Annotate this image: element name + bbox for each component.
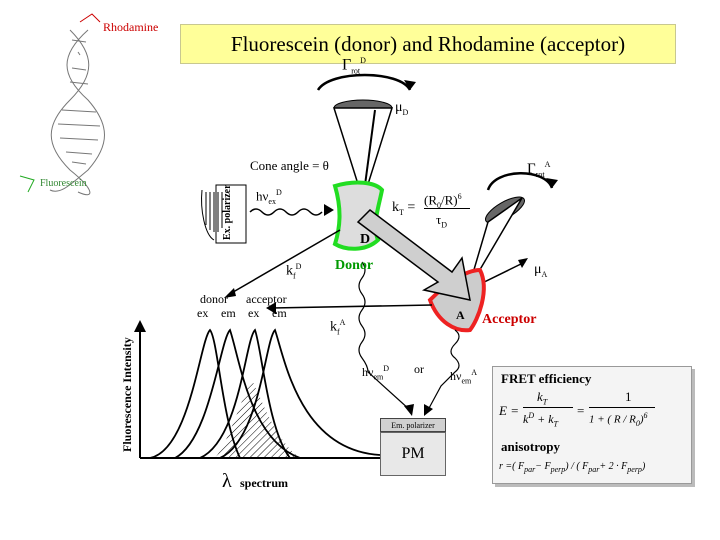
gamma-rot-a: ΓrotA <box>527 160 551 179</box>
hv-em-a-label: hνemA <box>450 368 477 386</box>
ex-polarizer-label: Ex. polarizer <box>222 184 233 240</box>
tau-label: τD <box>436 212 448 230</box>
fret-numerator: kT <box>537 389 548 407</box>
donor-label: Donor <box>335 258 374 273</box>
lambda-label: λ <box>222 470 232 492</box>
kt-label: kT = <box>392 200 416 217</box>
cone-angle-label: Cone angle = θ <box>250 158 329 173</box>
acceptor-ex-label: ex <box>248 306 260 320</box>
dna-helix <box>19 13 105 196</box>
rhodamine-label: Rhodamine <box>103 20 158 34</box>
kf-a-label: kfA <box>330 318 346 337</box>
acceptor-label: Acceptor <box>482 312 537 327</box>
donor-cone <box>316 73 416 203</box>
acceptor-cone <box>467 172 558 291</box>
fret-eq-sign: = <box>577 403 585 418</box>
fluorescein-label: Fluorescein <box>40 178 87 189</box>
donor-molecule <box>332 180 385 251</box>
mu-a-label: μA <box>534 262 548 279</box>
kf-d-label: kfD <box>286 262 302 281</box>
energy-transfer-arrow <box>356 209 471 301</box>
or-label: or <box>414 362 424 376</box>
acceptor-column-label: acceptor <box>246 292 287 306</box>
fret-denominator-k: kD + kT <box>523 411 558 429</box>
anisotropy-heading: anisotropy <box>501 439 560 454</box>
acceptor-em-label: em <box>272 306 287 320</box>
hv-em-d-label: hνemD <box>362 364 389 382</box>
ratio-label: (R0/R)6 <box>424 192 462 210</box>
acceptor-a-label: A <box>456 308 465 322</box>
fret-formula-box: FRET efficiency E = kT kD + kT = 1 1 + (… <box>492 366 692 484</box>
anisotropy-formula: r =( Fpar− Fperp) / ( Fpar+ 2 · Fperp) <box>499 461 646 474</box>
pm-label: PM <box>401 445 425 462</box>
fret-heading: FRET efficiency <box>501 371 592 386</box>
donor-em-label: em <box>221 306 236 320</box>
mu-d-label: μD <box>395 100 409 117</box>
fret-e-eq: E = <box>499 403 519 418</box>
fret-denominator: 1 + ( R / R0)6 <box>589 411 648 428</box>
page-title: Fluorescein (donor) and Rhodamine (accep… <box>230 31 626 56</box>
x-axis-label: spectrum <box>240 476 288 490</box>
spectrum-plot <box>134 320 381 459</box>
title-banner: Fluorescein (donor) and Rhodamine (accep… <box>180 24 676 64</box>
photomultiplier-box: PM <box>380 432 446 476</box>
ex-polarizer <box>215 184 247 244</box>
fret-one: 1 <box>625 389 632 404</box>
gamma-rot-d: ΓrotD <box>342 56 366 76</box>
donor-ex-label: ex <box>197 306 209 320</box>
em-polarizer: Em. polarizer <box>380 418 446 432</box>
y-axis-label: Fluorescence Intensity <box>120 337 134 452</box>
donor-d-label: D <box>360 232 371 247</box>
donor-column-label: donor <box>200 292 228 306</box>
hv-ex-label: hνexD <box>256 188 282 206</box>
ex-polarizer-lines <box>205 192 223 232</box>
